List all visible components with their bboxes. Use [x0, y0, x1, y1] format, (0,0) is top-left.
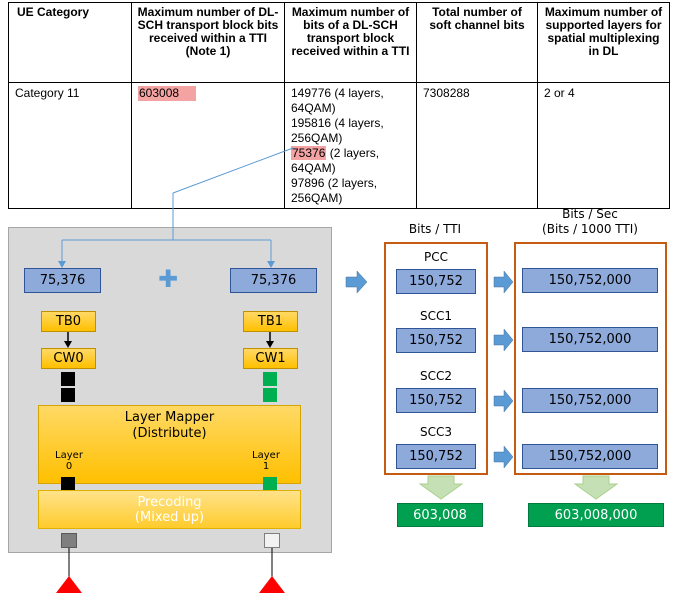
carrier-label-scc1: SCC1 [419, 309, 452, 323]
cw1-symbol-block [263, 388, 277, 402]
tb1-box: TB1 [243, 311, 298, 332]
antenna-port-0 [61, 533, 77, 548]
scc1-bits-sec: 150,752,000 [522, 327, 658, 352]
bits-per-sec-header: Bits / Sec (Bits / 1000 TTI) [515, 207, 665, 237]
pcc-bits-tti: 150,752 [396, 269, 476, 294]
bits-value: 97896 [291, 176, 325, 190]
bits-entry: 195816 (4 layers, 256QAM) [291, 116, 412, 146]
plus-icon: ✚ [158, 265, 179, 293]
bits-note: (4 layers, 64QAM) [291, 86, 384, 115]
tb0-box: TB0 [41, 311, 96, 332]
layer1-symbol-block [263, 477, 277, 491]
tb-size-left: 75,376 [24, 268, 101, 293]
bits-note: (2 layers, 64QAM) [291, 146, 380, 175]
cell-layers: 2 or 4 [537, 82, 670, 209]
right-arrow-icon [493, 328, 514, 352]
scc1-bits-tti: 150,752 [396, 328, 476, 353]
cell-max-bits-per-tb: 149776 (4 layers, 64QAM) 195816 (4 layer… [284, 82, 417, 209]
total-bits-tti: 603,008 [397, 503, 483, 527]
cw0-symbol-block [61, 388, 75, 402]
highlighted-value: 603008 [138, 86, 196, 101]
scc3-bits-tti: 150,752 [396, 444, 476, 469]
bits-entry: 97896 (2 layers, 256QAM) [291, 176, 412, 206]
layer-mapper-title: Layer Mapper (Distribute) [39, 410, 300, 442]
bits-per-tti-frame [384, 242, 488, 475]
bits-per-sec-label: Bits / Sec [562, 207, 618, 221]
antenna-0-icon [56, 548, 82, 593]
bits-per-sec-frame [514, 242, 667, 475]
table-header-row: UE Category Maximum number of DL-SCH tra… [8, 2, 670, 83]
bits-value: 149776 [291, 86, 332, 100]
cell-soft-channel-bits: 7308288 [416, 82, 538, 209]
ue-category-table: UE Category Maximum number of DL-SCH tra… [8, 2, 670, 209]
layer-0-number: 0 [65, 461, 73, 472]
scc3-bits-sec: 150,752,000 [522, 444, 658, 469]
layer-1-number: 1 [262, 461, 270, 472]
precoding-block: Precoding (Mixed up) [38, 490, 301, 529]
total-bits-sec: 603,008,000 [528, 503, 664, 527]
carrier-label-scc2: SCC2 [419, 369, 452, 383]
header-max-layers: Maximum number of supported layers for s… [537, 2, 670, 83]
scc2-bits-tti: 150,752 [396, 388, 476, 413]
carrier-label-pcc: PCC [424, 250, 448, 264]
cw1-box: CW1 [243, 348, 298, 369]
cell-category: Category 11 [8, 82, 132, 209]
layer-mapper: Layer Mapper (Distribute) Layer 0 Layer … [38, 405, 301, 484]
layer0-symbol-block [61, 477, 75, 491]
layer-mapper-label: Layer Mapper [124, 410, 215, 425]
bits-per-tti-header: Bits / TTI [408, 222, 462, 236]
right-arrow-icon [493, 270, 514, 294]
cell-max-tb-bits: 603008 [131, 82, 285, 209]
down-arrow-icon [418, 475, 464, 500]
bits-note: (2 layers, 256QAM) [291, 176, 378, 205]
bits-entry: 75376 (2 layers, 64QAM) [291, 146, 412, 176]
scc2-bits-sec: 150,752,000 [522, 388, 658, 413]
bits-note: (4 layers, 256QAM) [291, 116, 384, 145]
layer-mapper-sublabel: (Distribute) [132, 426, 207, 441]
bits-per-sec-sublabel: (Bits / 1000 TTI) [542, 222, 638, 236]
cw0-symbol-block [61, 372, 75, 386]
precoding-label: Precoding [137, 495, 202, 510]
tb-to-cw-arrow [266, 332, 274, 348]
layer-1-text: Layer [252, 450, 280, 461]
header-max-tb-bits: Maximum number of DL-SCH transport block… [131, 2, 285, 83]
layer-0-text: Layer [55, 450, 83, 461]
tb-to-cw-arrow [64, 332, 72, 348]
table-row: Category 11 603008 149776 (4 layers, 64Q… [8, 82, 670, 209]
highlighted-value: 75376 [291, 146, 327, 160]
layer-0-label: Layer 0 [51, 450, 87, 472]
header-ue-category: UE Category [8, 2, 132, 83]
down-arrow-icon [573, 475, 619, 500]
antenna-port-1 [264, 533, 280, 548]
right-arrow-icon [493, 389, 514, 413]
cw1-symbol-block [263, 372, 277, 386]
bits-value: 195816 [291, 116, 332, 130]
layer-1-label: Layer 1 [248, 450, 284, 472]
tb-size-right: 75,376 [230, 268, 317, 293]
bits-entry: 149776 (4 layers, 64QAM) [291, 86, 412, 116]
right-arrow-icon [493, 445, 514, 469]
antenna-1-icon [259, 548, 285, 593]
cw0-box: CW0 [41, 348, 96, 369]
carrier-label-scc3: SCC3 [419, 425, 452, 439]
precoding-sublabel: (Mixed up) [134, 510, 205, 525]
right-arrow-icon [345, 270, 368, 294]
callout-connector [58, 147, 294, 268]
pcc-bits-sec: 150,752,000 [522, 268, 658, 293]
